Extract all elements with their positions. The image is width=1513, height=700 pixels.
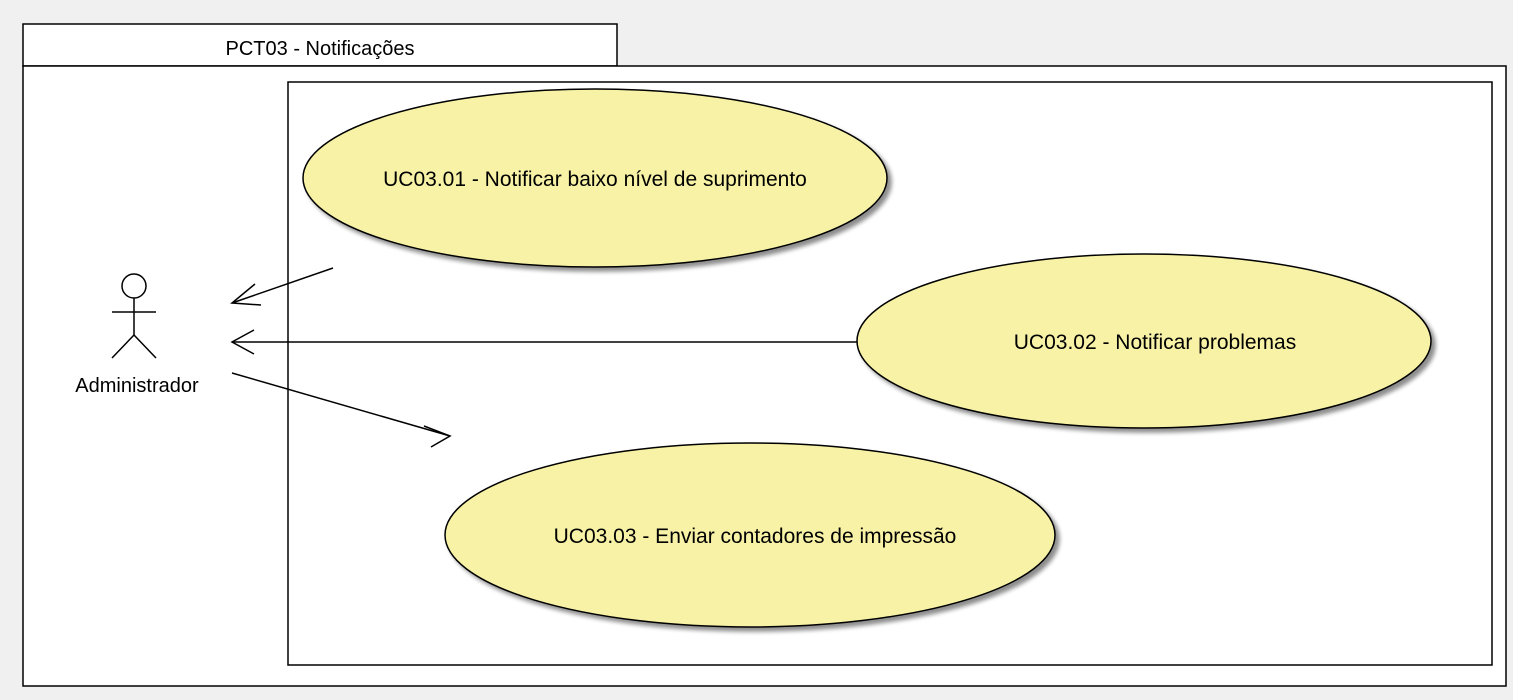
use-case-uc0302[interactable]: UC03.02 - Notificar problemas [856,253,1432,429]
arrowhead-icon [230,283,262,306]
associations [230,267,858,448]
actor-administrador[interactable]: Administrador [75,273,199,397]
use-case-uc0301[interactable]: UC03.01 - Notificar baixo nível de supri… [302,88,888,268]
package-tab [22,23,618,67]
association-uc0301-to-actor [230,267,334,306]
arrowhead-icon [230,329,255,355]
use-case-uc0303[interactable]: UC03.03 - Enviar contadores de impressão [444,442,1056,628]
use-case-label: UC03.02 - Notificar problemas [1014,331,1296,354]
actor-label: Administrador [75,375,199,397]
use-case-ellipse [302,88,888,268]
use-case-ellipse [444,442,1056,628]
use-case-label: UC03.03 - Enviar contadores de impressão [554,525,957,548]
actor-head [121,273,147,299]
arrowhead-icon [423,425,452,448]
association-uc0302-to-actor [230,329,858,355]
use-case-ellipse [856,253,1432,429]
package-title: PCT03 - Notificações [226,38,415,60]
actor-left-leg [111,334,135,359]
actor-right-leg [133,334,157,359]
use-case-label: UC03.01 - Notificar baixo nível de supri… [383,168,807,191]
association-actor-to-uc0303 [231,372,452,448]
